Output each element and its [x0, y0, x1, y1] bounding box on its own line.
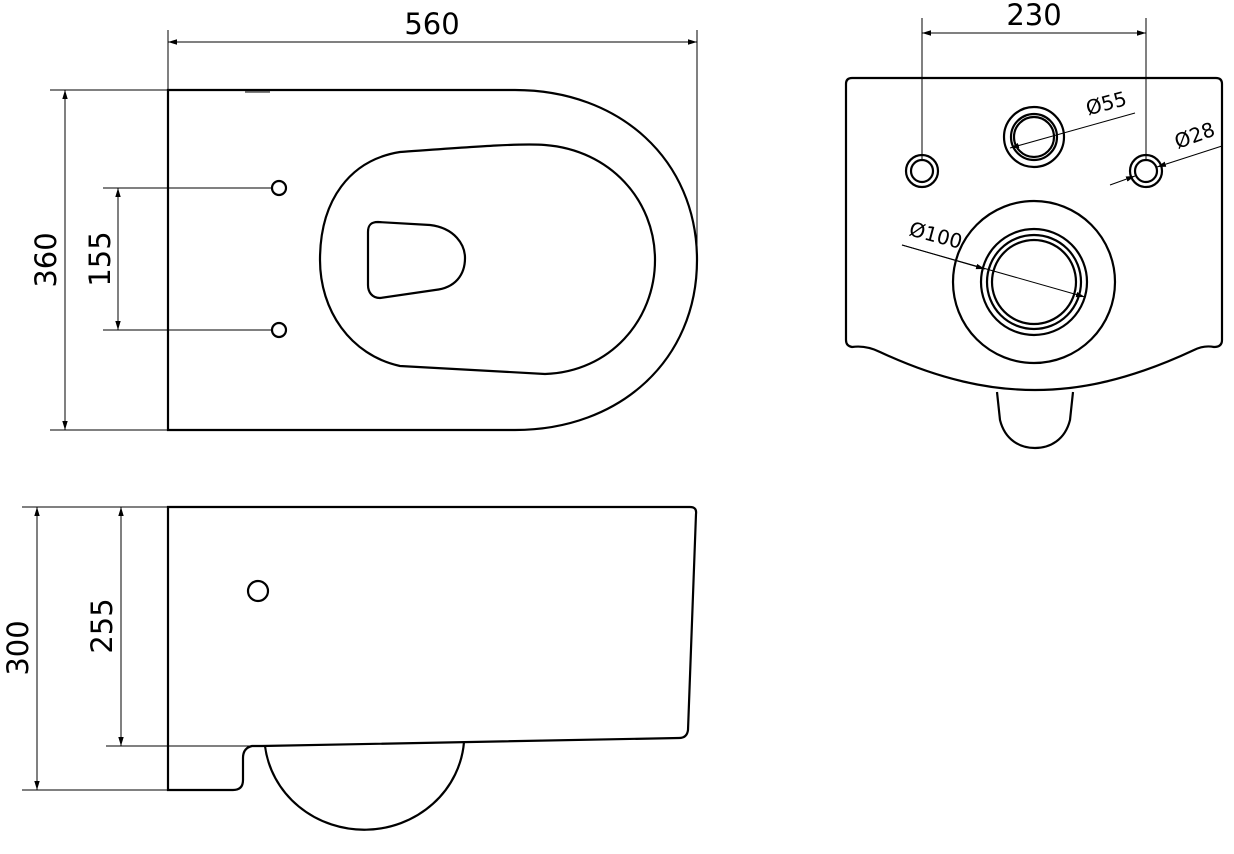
water-inlet-inner-ring	[1009, 112, 1059, 162]
leader-line-d100	[901, 244, 986, 270]
bolt-hole-inner-ring	[909, 158, 935, 184]
outlet-ring	[951, 199, 1117, 365]
water-inlet-inner-ring	[1012, 115, 1056, 159]
dimension-255: 255	[85, 598, 119, 653]
top-outline	[166, 88, 699, 432]
fixing-hole	[246, 579, 270, 603]
dimension-560: 560	[404, 7, 459, 41]
bolt-hole-inner-ring	[1133, 158, 1159, 184]
dimension-d55: Ø55	[1083, 86, 1129, 120]
seat-hole	[270, 321, 288, 339]
outlet-profile	[263, 741, 466, 831]
leader-line-d28	[1156, 145, 1223, 168]
outlet-inner-ring	[990, 238, 1078, 326]
leader-line-d28	[1109, 175, 1136, 186]
outlet-inner-ring	[985, 233, 1083, 331]
top-view: 560 360 155	[29, 7, 699, 432]
outlet-spout	[995, 391, 1075, 450]
leader-line-d55	[1009, 112, 1136, 149]
back-plate-outline	[844, 76, 1224, 392]
side-view: 300 255	[1, 505, 698, 831]
dimension-300: 300	[1, 620, 35, 675]
side-outline	[166, 505, 698, 792]
drain-opening	[366, 220, 467, 300]
water-inlet	[1002, 105, 1066, 169]
back-view: 230 Ø55 Ø28 Ø100	[844, 0, 1224, 450]
dimension-360: 360	[29, 232, 63, 287]
dimension-d100: Ø100	[907, 217, 965, 254]
seat-hole	[270, 179, 288, 197]
dimension-d28: Ø28	[1171, 117, 1218, 154]
bowl-outline	[318, 143, 657, 376]
dimension-230: 230	[1006, 0, 1061, 32]
dimension-155: 155	[83, 231, 117, 286]
outlet-inner-ring	[979, 227, 1089, 337]
